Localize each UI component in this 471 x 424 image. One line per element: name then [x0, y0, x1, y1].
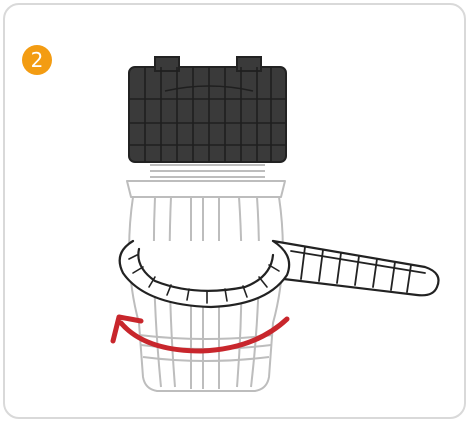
rotation-arrow-icon	[110, 314, 290, 354]
filter-wrench	[118, 239, 440, 309]
instruction-card: 2	[3, 3, 466, 419]
step-number-badge: 2	[22, 45, 52, 75]
filter-wrench-illustration	[110, 56, 440, 392]
filter-cap	[128, 56, 287, 163]
